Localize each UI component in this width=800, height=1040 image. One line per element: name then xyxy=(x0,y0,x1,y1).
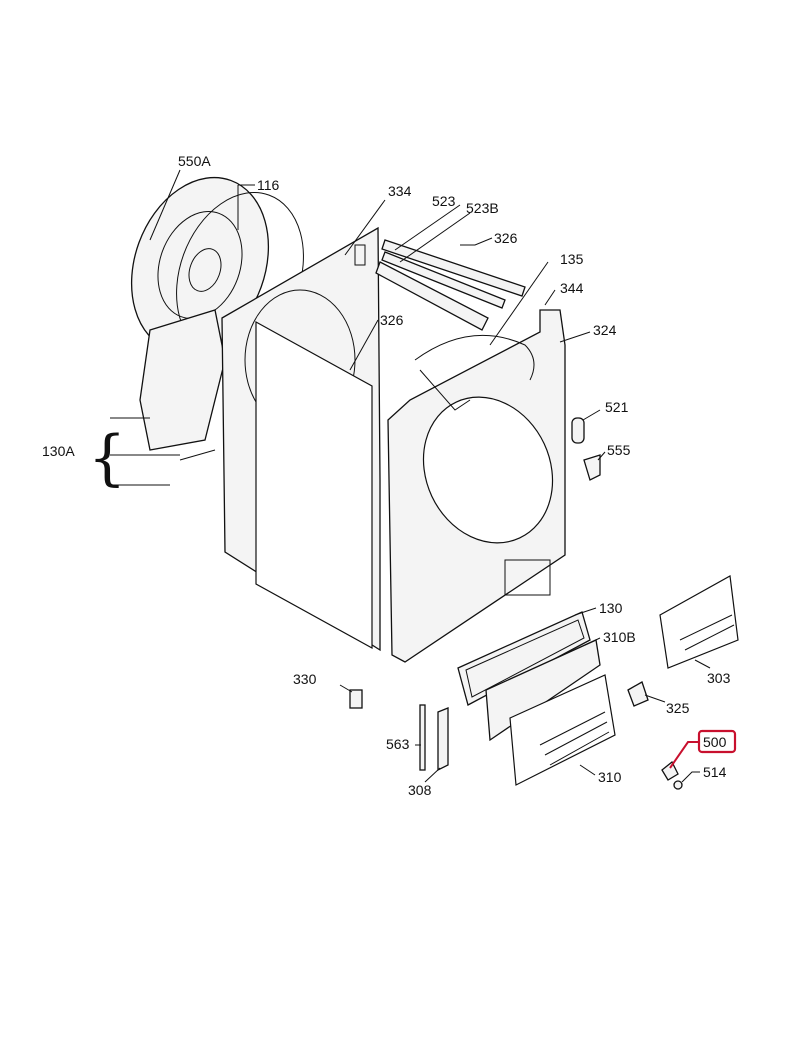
part-523B-rail[interactable] xyxy=(381,251,506,309)
label-135[interactable]: 135 xyxy=(560,251,584,267)
part-521-seal[interactable] xyxy=(571,417,585,444)
part-550A-drum-back[interactable] xyxy=(108,158,292,372)
brace-130A: { xyxy=(88,423,126,493)
part-523-rail[interactable] xyxy=(381,239,526,297)
part-330-foot[interactable] xyxy=(349,689,363,709)
part-303-panel[interactable] xyxy=(659,575,739,669)
label-326-side[interactable]: 326 xyxy=(380,312,404,328)
part-514-screw[interactable] xyxy=(673,780,683,790)
label-303[interactable]: 303 xyxy=(707,670,731,686)
label-550A[interactable]: 550A xyxy=(178,153,211,169)
label-130[interactable]: 130 xyxy=(599,600,623,616)
label-344[interactable]: 344 xyxy=(560,280,584,296)
part-130-filter[interactable] xyxy=(457,611,591,706)
label-523B[interactable]: 523B xyxy=(466,200,499,216)
part-563-strip[interactable] xyxy=(419,704,426,771)
label-521[interactable]: 521 xyxy=(605,399,629,415)
label-324[interactable]: 324 xyxy=(593,322,617,338)
label-130A[interactable]: 130A xyxy=(42,443,75,459)
label-555[interactable]: 555 xyxy=(607,442,631,458)
label-310B[interactable]: 310B xyxy=(603,629,636,645)
label-325[interactable]: 325 xyxy=(666,700,690,716)
part-310B-drawer-frame[interactable] xyxy=(485,639,601,742)
label-500[interactable]: 500 xyxy=(703,734,727,750)
label-310[interactable]: 310 xyxy=(598,769,622,785)
part-130A-duct[interactable] xyxy=(139,309,226,461)
part-308-bracket[interactable] xyxy=(437,707,449,772)
part-325-bracket[interactable] xyxy=(627,681,649,707)
part-135-door-seal[interactable] xyxy=(414,334,535,411)
highlight-leader-500 xyxy=(669,741,699,769)
label-326-top[interactable]: 326 xyxy=(494,230,518,246)
label-514[interactable]: 514 xyxy=(703,764,727,780)
label-334[interactable]: 334 xyxy=(388,183,412,199)
part-326-side-panel[interactable] xyxy=(255,320,373,650)
label-523[interactable]: 523 xyxy=(432,193,456,209)
part-500-knob[interactable] xyxy=(661,760,679,781)
label-563[interactable]: 563 xyxy=(386,736,410,752)
leader-lines: { xyxy=(88,169,711,783)
label-330[interactable]: 330 xyxy=(293,671,317,687)
label-116[interactable]: 116 xyxy=(257,177,280,193)
part-326-top-strip[interactable] xyxy=(375,261,489,331)
part-310-drawer-front[interactable] xyxy=(509,674,616,786)
label-308[interactable]: 308 xyxy=(408,782,432,798)
part-324-front-frame[interactable] xyxy=(387,309,576,663)
part-555-cover[interactable] xyxy=(583,454,601,481)
